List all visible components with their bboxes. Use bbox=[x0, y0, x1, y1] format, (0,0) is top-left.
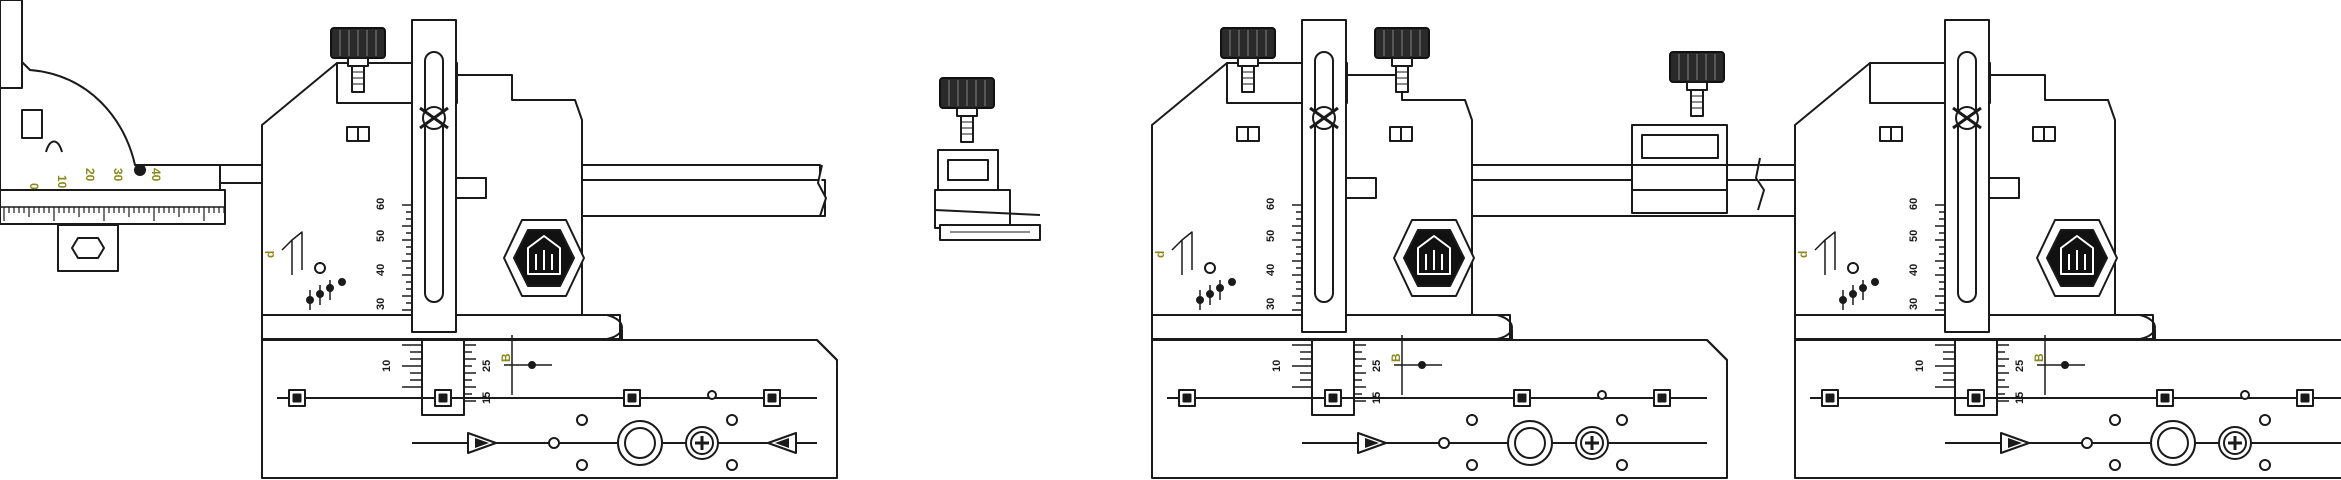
upper-scale-label: 30 bbox=[375, 298, 387, 310]
width-marker: B bbox=[499, 353, 513, 362]
bar-clamp-1 bbox=[934, 77, 1041, 241]
square-mark-icon bbox=[2156, 389, 2174, 407]
square-mark-icon bbox=[2296, 389, 2314, 407]
phillips-screw-icon bbox=[2217, 425, 2253, 461]
knurled-knob-icon bbox=[1669, 51, 1725, 117]
jig-unit-left: 60 50 40 30 10 25 15 d B bbox=[262, 20, 837, 478]
lower-scale-label: 25 bbox=[2014, 360, 2026, 372]
depth-gauge-digit: 30 bbox=[111, 168, 125, 182]
square-mark-icon bbox=[1513, 389, 1531, 407]
lower-scale-label: 15 bbox=[481, 392, 493, 404]
lower-scale-label: 10 bbox=[1271, 360, 1283, 372]
upper-scale-label: 60 bbox=[375, 198, 387, 210]
depth-gauge-digit: 40 bbox=[149, 168, 163, 182]
depth-gauge-digit: 20 bbox=[83, 168, 97, 182]
lower-scale-label: 10 bbox=[381, 360, 393, 372]
upper-scale-label: 30 bbox=[1908, 298, 1920, 310]
phillips-screw-icon bbox=[1574, 425, 1610, 461]
lower-scale-label: 25 bbox=[1371, 360, 1383, 372]
depth-marker: d bbox=[263, 251, 277, 258]
lower-scale-label: 25 bbox=[481, 360, 493, 372]
lower-scale-label: 10 bbox=[1914, 360, 1926, 372]
upper-scale-label: 60 bbox=[1908, 198, 1920, 210]
upper-scale-label: 50 bbox=[1908, 230, 1920, 242]
square-mark-icon bbox=[288, 389, 306, 407]
bar-clamp-2 bbox=[1631, 51, 1728, 214]
depth-gauge-digit: 10 bbox=[55, 175, 69, 189]
depth-gauge-scale: 0 10 20 30 40 bbox=[27, 168, 163, 190]
jig-unit-center: 60 50 40 30 10 25 15 d B bbox=[1152, 20, 1727, 478]
width-marker: B bbox=[1389, 353, 1403, 362]
lower-scale-label: 15 bbox=[1371, 392, 1383, 404]
upper-scale-label: 30 bbox=[1265, 298, 1277, 310]
upper-scale-label: 40 bbox=[375, 264, 387, 276]
square-mark-icon bbox=[623, 389, 641, 407]
square-mark-icon bbox=[763, 389, 781, 407]
depth-marker: d bbox=[1796, 251, 1810, 258]
width-marker: B bbox=[2032, 353, 2046, 362]
depth-gauge: 0 10 20 30 40 bbox=[0, 0, 226, 272]
upper-scale-label: 40 bbox=[1908, 264, 1920, 276]
phillips-screw-icon bbox=[684, 425, 720, 461]
depth-marker: d bbox=[1153, 251, 1167, 258]
square-mark-icon bbox=[1653, 389, 1671, 407]
knurled-knob-icon bbox=[939, 77, 995, 143]
square-mark-icon bbox=[1178, 389, 1196, 407]
upper-scale-label: 60 bbox=[1265, 198, 1277, 210]
upper-scale-label: 40 bbox=[1265, 264, 1277, 276]
jig-unit-right: 60 50 40 30 10 25 15 d B bbox=[1795, 20, 2341, 478]
upper-scale-label: 50 bbox=[1265, 230, 1277, 242]
upper-scale-label: 50 bbox=[375, 230, 387, 242]
square-mark-icon bbox=[1821, 389, 1839, 407]
lower-scale-label: 15 bbox=[2014, 392, 2026, 404]
depth-gauge-digit: 0 bbox=[27, 183, 41, 190]
